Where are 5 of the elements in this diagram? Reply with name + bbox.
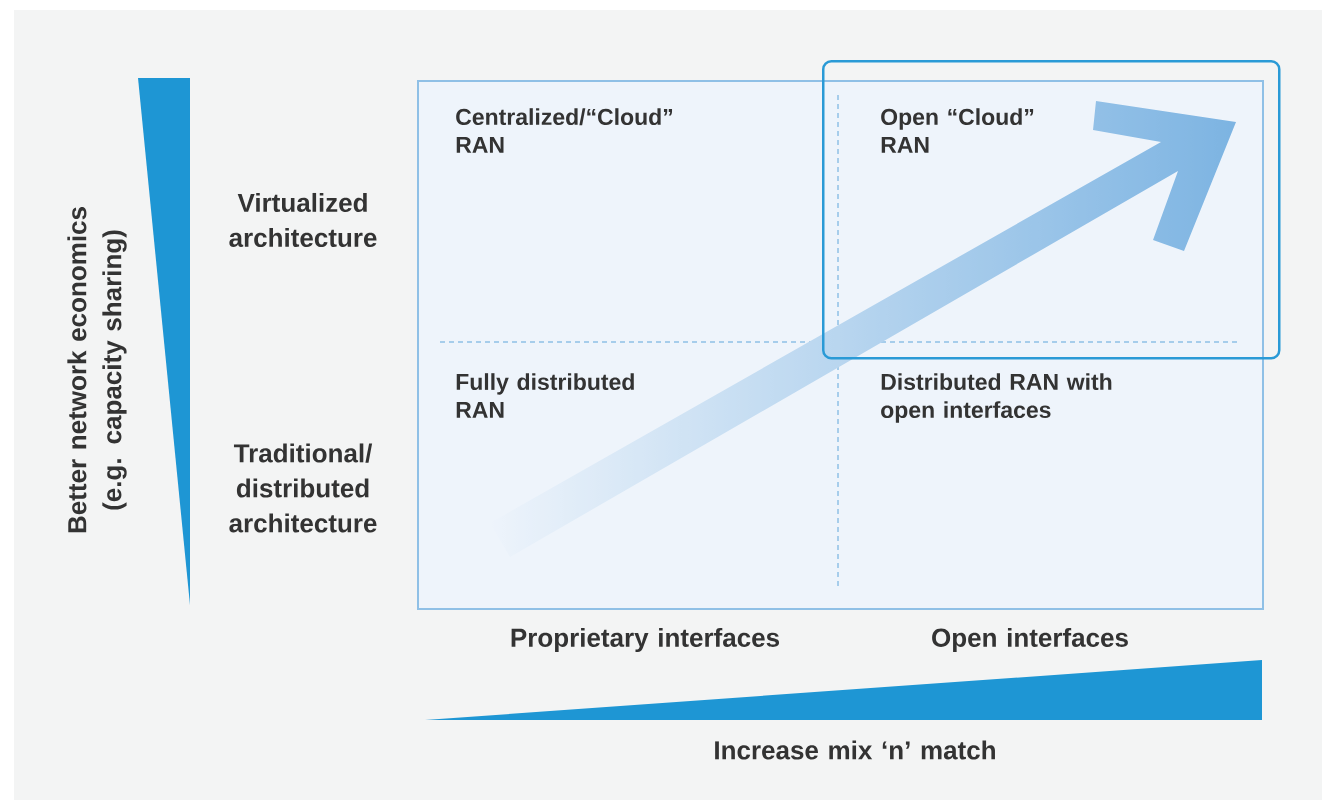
axis-title: Increase mix ‘n’ match xyxy=(715,740,995,760)
highlight-box: Open “Cloud” RAN xyxy=(822,60,1281,360)
axis-title: Better network economics (e.g. capacity sharing) xyxy=(67,207,127,533)
axis-label: Traditional/ distributed architecture xyxy=(229,443,377,533)
axis-label: Virtualized architecture xyxy=(229,192,377,248)
